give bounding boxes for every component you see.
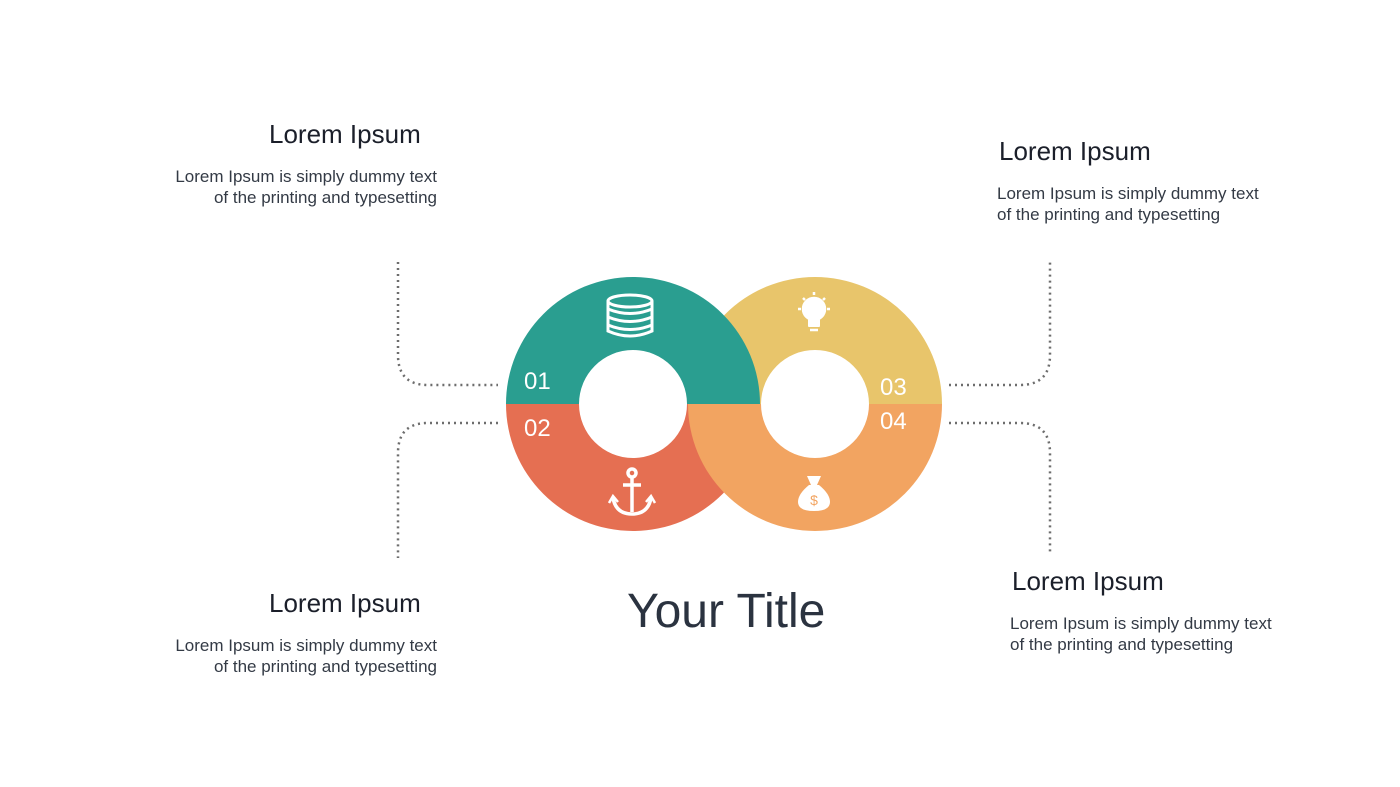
segment-03-line-2: of the printing and typesetting	[997, 205, 1221, 224]
anchor-icon	[607, 467, 657, 516]
segment-04-line-2: of the printing and typesetting	[1010, 635, 1234, 654]
svg-text:$: $	[810, 492, 818, 508]
segment-03-heading: Lorem Ipsum	[999, 136, 1151, 166]
segment-04-number: 04	[880, 408, 907, 435]
lightbulb-icon	[798, 292, 830, 332]
segment-02-description: Lorem Ipsum is simply dummy text of the …	[175, 635, 437, 677]
segment-02-line-1: Lorem Ipsum is simply dummy text	[175, 636, 437, 655]
segment-01-description: Lorem Ipsum is simply dummy text of the …	[175, 166, 437, 208]
segment-04-line-1: Lorem Ipsum is simply dummy text	[1010, 614, 1272, 633]
connector-01	[396, 262, 498, 387]
segment-04-description: Lorem Ipsum is simply dummy text of the …	[1010, 613, 1272, 655]
segment-03-number: 03	[880, 374, 907, 401]
segment-04-heading: Lorem Ipsum	[1012, 566, 1164, 596]
segment-03-line-1: Lorem Ipsum is simply dummy text	[997, 184, 1259, 203]
segment-03-description: Lorem Ipsum is simply dummy text of the …	[997, 183, 1259, 225]
segment-02-number: 02	[524, 415, 551, 442]
connector-03	[949, 262, 1052, 387]
segment-01-line-2: of the printing and typesetting	[213, 188, 437, 207]
connector-04	[949, 421, 1052, 552]
money-bag-icon: $	[798, 476, 830, 511]
segment-01-number: 01	[524, 368, 551, 395]
segment-04-arc	[688, 404, 942, 531]
coin-stack-icon	[606, 293, 654, 338]
connector-02	[396, 421, 498, 558]
segment-01-arc	[506, 277, 760, 404]
segment-01-line-1: Lorem Ipsum is simply dummy text	[175, 167, 437, 186]
page-title: Your Title	[627, 585, 826, 638]
segment-02-line-2: of the printing and typesetting	[213, 657, 437, 676]
segment-01-heading: Lorem Ipsum	[269, 119, 421, 149]
segment-02-heading: Lorem Ipsum	[269, 588, 421, 618]
